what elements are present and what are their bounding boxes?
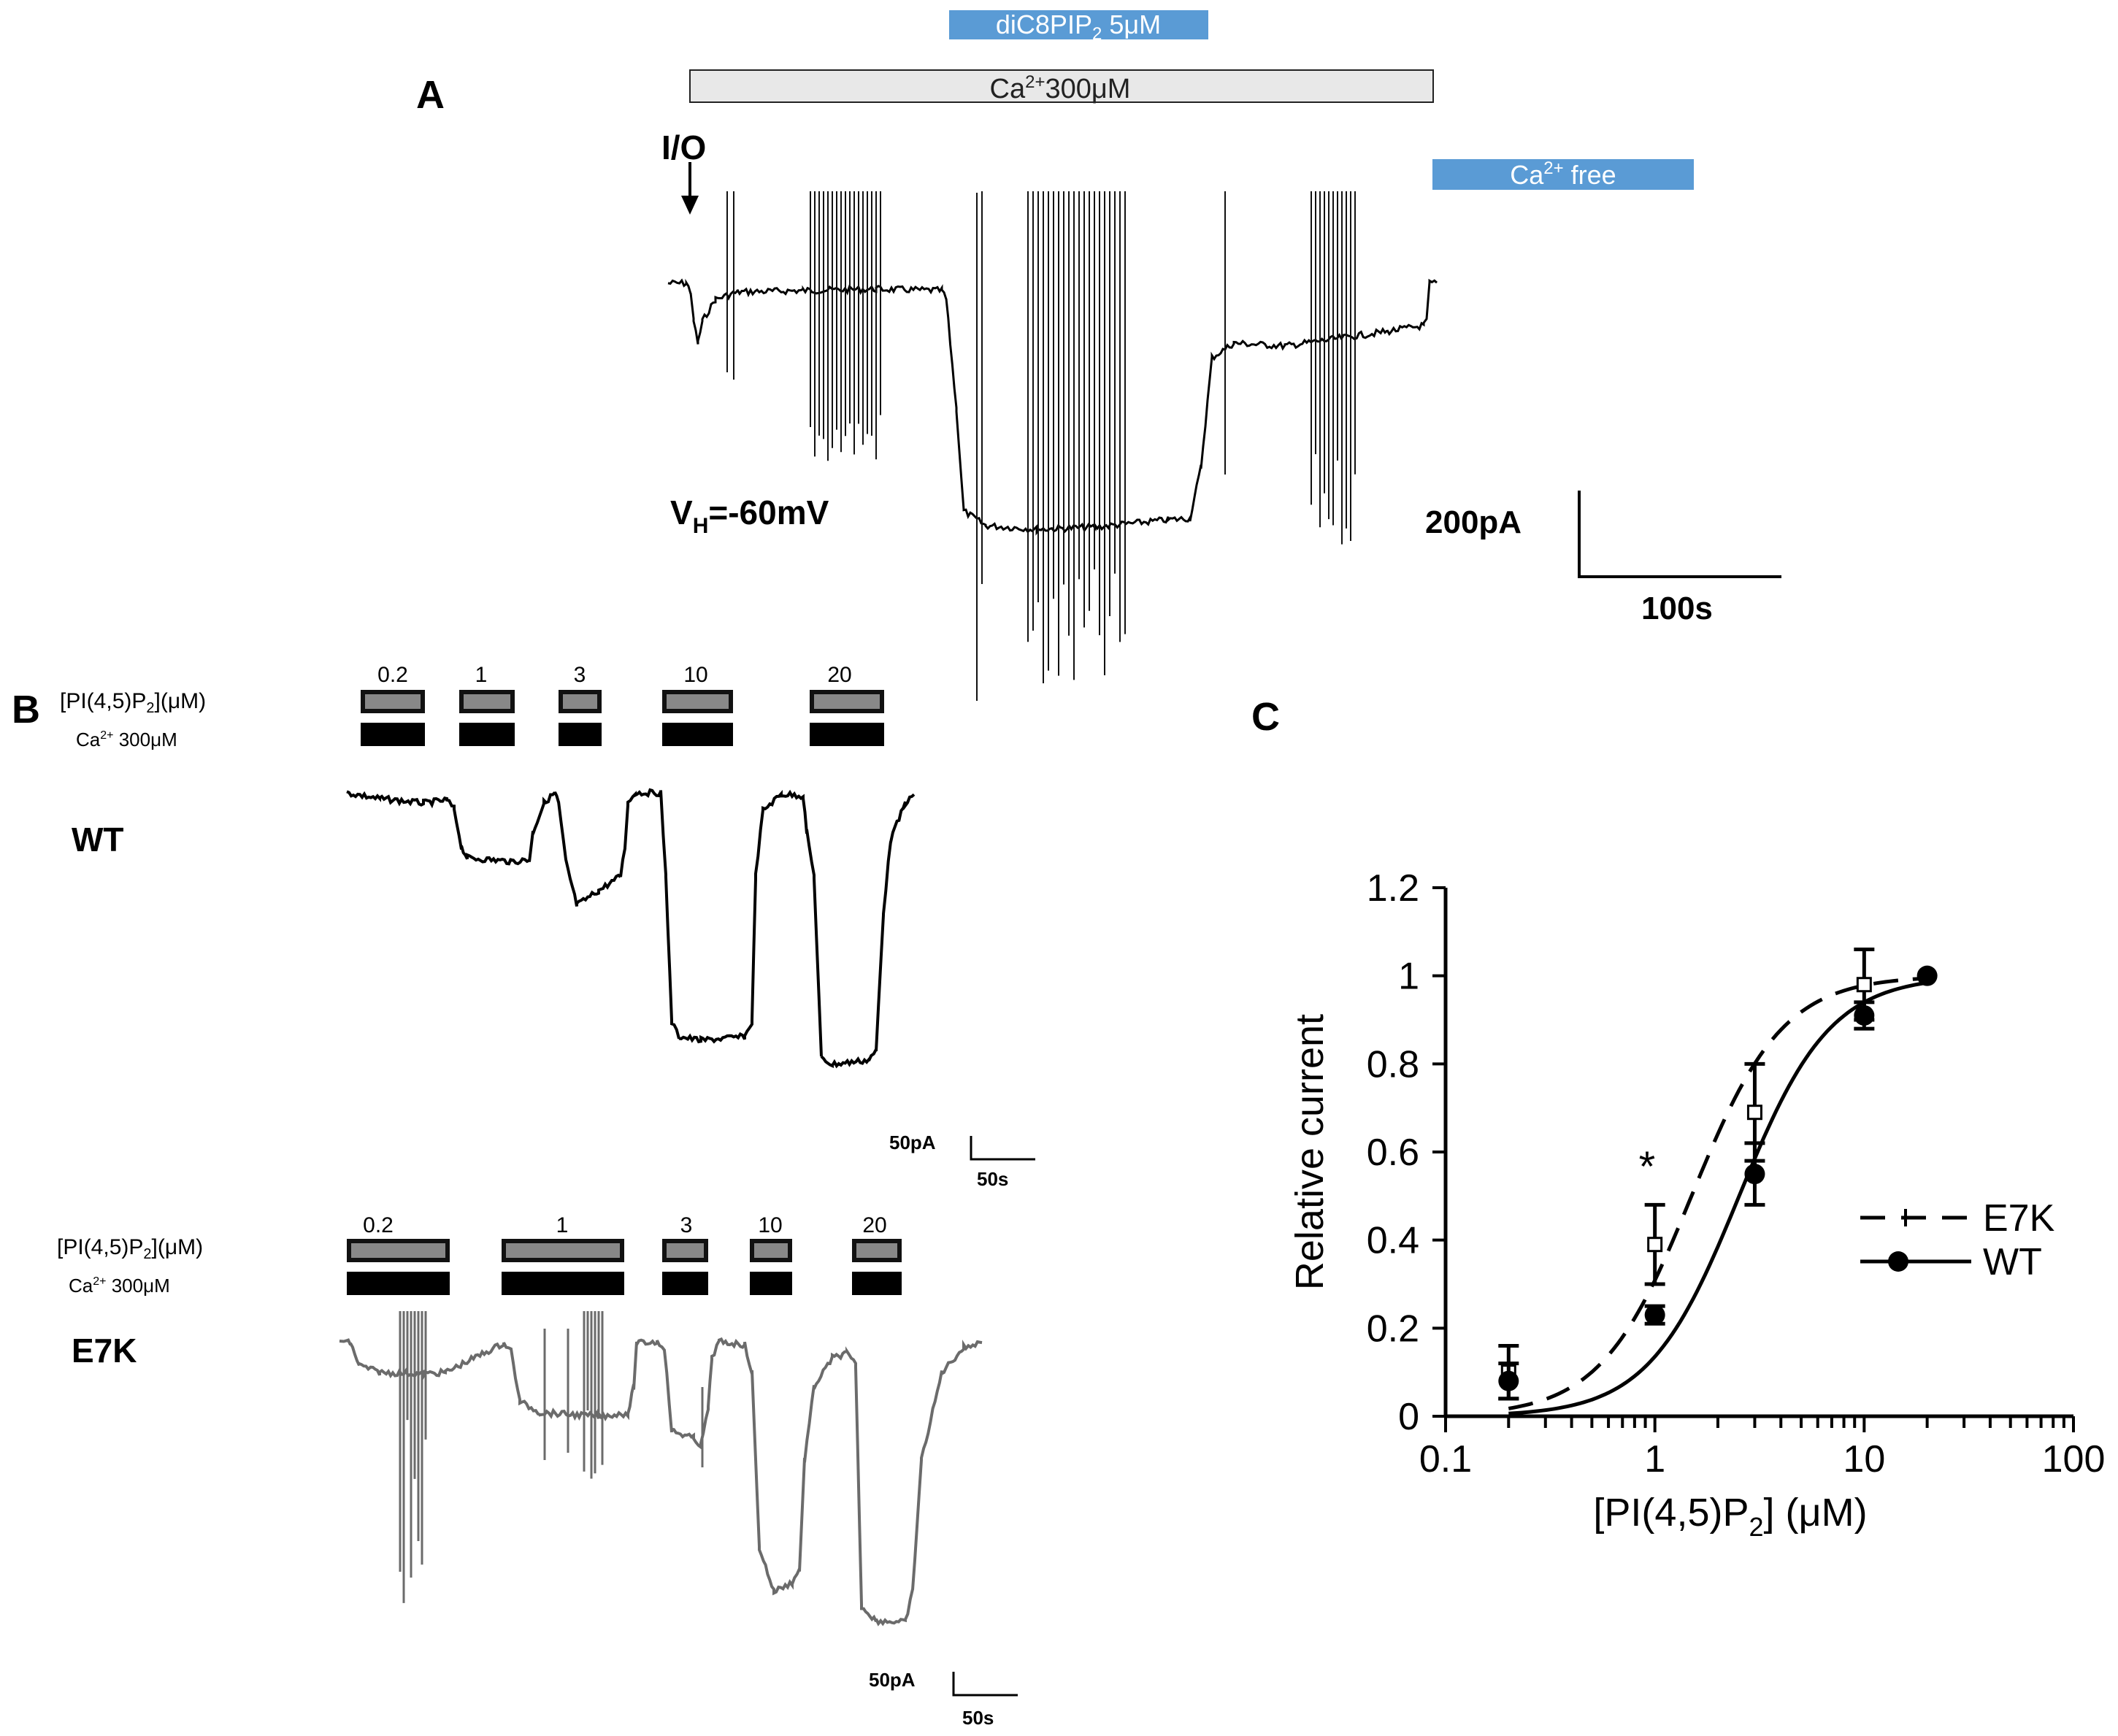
io-label: I/O xyxy=(661,128,706,166)
e7k-current-spikes xyxy=(399,1311,704,1603)
wt-trace-label: WT xyxy=(72,821,124,859)
x-tick-label: 0.1 xyxy=(1419,1438,1472,1480)
y-tick-label: 0 xyxy=(1398,1396,1419,1438)
wt-conc-label-2: 3 xyxy=(574,663,586,687)
panel-c: C 0 0.2 0.4 0.6 0.8 1 1.2 0.1 1 10 100 Relative cu… xyxy=(1251,695,2105,1542)
e7k-scale-bar xyxy=(952,1672,1018,1697)
y-tick-label: 0.8 xyxy=(1367,1043,1419,1086)
panel-a-label: A xyxy=(416,73,445,117)
wt-pip2-concentration-label: [PI(4,5)P2](μM) xyxy=(60,689,206,716)
y-tick-label: 1.2 xyxy=(1367,867,1419,910)
current-trace-a xyxy=(667,278,1438,536)
scale-bar-a-current: 200pA xyxy=(1425,504,1522,540)
wt-pip2-bar-3 xyxy=(662,690,733,713)
x-tick-label: 100 xyxy=(2042,1438,2106,1480)
e7k-conc-label-3: 10 xyxy=(758,1213,782,1237)
e7k-scale-bar-current: 50pA xyxy=(869,1669,916,1691)
wt-pip2-bar-2 xyxy=(559,690,602,713)
wt-calcium-bar-4 xyxy=(810,723,884,746)
e7k-calcium-bar-3 xyxy=(750,1272,792,1295)
e7k-calcium-bar-0 xyxy=(347,1272,450,1295)
wt-pip2-bar-4 xyxy=(810,690,884,713)
e7k-pip2-bar-2 xyxy=(662,1239,708,1262)
fit-curve-e7k xyxy=(1508,976,1927,1410)
panel-b-label: B xyxy=(12,688,40,731)
y-axis-label: Relative current xyxy=(1288,1014,1332,1290)
wt-conc-label-3: 10 xyxy=(683,663,707,687)
wt-calcium-bar-2 xyxy=(559,723,602,746)
e7k-calcium-bar-1 xyxy=(502,1272,624,1295)
wt-conc-label-4: 20 xyxy=(827,663,851,687)
e7k-conc-label-4: 20 xyxy=(862,1213,886,1237)
e7k-calcium-bar-2 xyxy=(662,1272,708,1295)
y-tick-label: 0.6 xyxy=(1367,1132,1419,1174)
scale-bar-a xyxy=(1578,491,1781,578)
calcium-free-label: Ca2+ free xyxy=(1510,158,1616,190)
panel-a: A diC8PIP2 5μM Ca2+300μM Ca2+ free I/O V… xyxy=(416,9,1781,701)
chart-axes: 0 0.2 0.4 0.6 0.8 1 1.2 0.1 1 10 100 xyxy=(1367,867,2106,1480)
holding-potential-label: VH=-60mV xyxy=(670,493,829,538)
legend-label-e7k: E7K xyxy=(1983,1197,2055,1240)
io-arrow-head xyxy=(681,196,699,215)
wt-pip2-bar-1 xyxy=(459,690,515,713)
y-tick-label: 0.4 xyxy=(1367,1220,1419,1262)
e7k-conc-label-0: 0.2 xyxy=(363,1213,394,1237)
e7k-pip2-concentration-label: [PI(4,5)P2](μM) xyxy=(57,1235,203,1262)
x-tick-label: 1 xyxy=(1644,1438,1665,1480)
wt-pip2-bar-0 xyxy=(361,690,425,713)
x-axis-label: [PI(4,5)P2] (μM) xyxy=(1593,1491,1867,1542)
scale-bar-a-time: 100s xyxy=(1641,591,1713,626)
e7k-trace-label: E7K xyxy=(72,1332,137,1370)
data-point-wt xyxy=(1916,965,1938,986)
e7k-calcium-bar-4 xyxy=(852,1272,902,1295)
e7k-pip2-bar-4 xyxy=(852,1239,902,1262)
wt-calcium-bar-3 xyxy=(662,723,733,746)
data-point-e7k xyxy=(1746,1105,1762,1121)
wt-calcium-bar-1 xyxy=(459,723,515,746)
dic8pip2-label: diC8PIP2 5μM xyxy=(996,9,1161,44)
wt-conc-label-0: 0.2 xyxy=(377,663,408,687)
wt-calcium-bar-0 xyxy=(361,723,425,746)
e7k-scale-bar-time: 50s xyxy=(962,1707,994,1729)
data-point-wt xyxy=(1744,1164,1765,1185)
legend-label-wt: WT xyxy=(1983,1241,2042,1283)
calcium-application-bar xyxy=(689,69,1434,103)
calcium-free-bar xyxy=(1432,159,1694,190)
e7k-pip2-bar-0 xyxy=(347,1239,450,1262)
calcium-bar-label: Ca2+300μM xyxy=(990,72,1131,104)
chart-fit-curves xyxy=(1508,976,1927,1416)
e7k-pip2-bar-1 xyxy=(502,1239,624,1262)
wt-calcium-label: Ca2+ 300μM xyxy=(76,729,177,750)
data-point-wt xyxy=(1644,1305,1665,1326)
wt-scale-bar xyxy=(970,1136,1035,1161)
panel-c-label: C xyxy=(1251,695,1280,739)
e7k-conc-label-2: 3 xyxy=(680,1213,693,1237)
e7k-conc-label-1: 1 xyxy=(556,1213,569,1237)
fit-curve-wt xyxy=(1508,980,1927,1416)
y-tick-label: 0.2 xyxy=(1367,1307,1419,1350)
chart-data-points xyxy=(1498,947,1938,1401)
data-point-wt xyxy=(1854,1005,1875,1026)
wt-scale-bar-current: 50pA xyxy=(889,1132,936,1153)
wt-conc-label-1: 1 xyxy=(475,663,488,687)
e7k-calcium-label: Ca2+ 300μM xyxy=(69,1275,170,1297)
legend-marker-wt xyxy=(1888,1251,1908,1272)
e7k-pip2-bar-3 xyxy=(750,1239,792,1262)
panel-b: B [PI(4,5)P2](μM) Ca2+ 300μM 0.2 1 3 10 … xyxy=(12,663,1035,1729)
current-spikes-a xyxy=(726,191,1356,701)
data-point-e7k xyxy=(1647,1237,1663,1253)
wt-current-trace xyxy=(346,788,916,1069)
e7k-current-trace xyxy=(339,1337,983,1626)
wt-scale-bar-time: 50s xyxy=(977,1168,1008,1190)
data-point-e7k xyxy=(1856,977,1872,993)
data-point-wt xyxy=(1498,1370,1519,1391)
significance-annotation: * xyxy=(1639,1143,1656,1191)
x-tick-label: 10 xyxy=(1843,1438,1885,1480)
dic8pip2-application-bar xyxy=(949,10,1208,39)
y-tick-label: 1 xyxy=(1398,956,1419,998)
